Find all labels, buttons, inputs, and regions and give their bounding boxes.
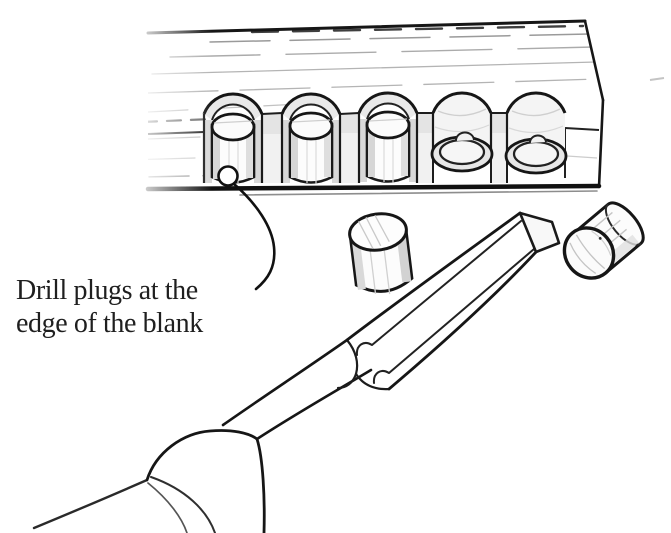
chisel-handle bbox=[32, 478, 149, 530]
wood-blank bbox=[40, 8, 665, 208]
empty-plug-hole-4 bbox=[430, 91, 494, 173]
plug-in-hole-3 bbox=[357, 91, 419, 183]
caption-line-2: edge of the blank bbox=[16, 308, 203, 339]
figure-caption: Drill plugs at the edge of the blank bbox=[16, 274, 203, 340]
chisel-bevel-tip bbox=[518, 211, 561, 254]
blank-outline bbox=[145, 19, 605, 196]
loose-plug-upright bbox=[348, 212, 414, 295]
stray-grain-dash bbox=[649, 77, 665, 81]
sketch-fade bbox=[40, 8, 212, 208]
chisel-ferrule bbox=[145, 429, 266, 533]
leader-circle-marker bbox=[217, 165, 239, 187]
empty-plug-hole-5 bbox=[504, 91, 568, 175]
plug-in-hole-2 bbox=[280, 92, 342, 184]
edge-webs bbox=[261, 112, 508, 183]
chisel-neck bbox=[221, 338, 391, 441]
caption-line-1: Drill plugs at the bbox=[16, 275, 198, 306]
leader-line bbox=[217, 165, 276, 291]
chisel-blade bbox=[345, 211, 561, 391]
chisel bbox=[32, 211, 561, 533]
loose-plug-side bbox=[562, 201, 645, 280]
leader-curve bbox=[232, 182, 276, 291]
